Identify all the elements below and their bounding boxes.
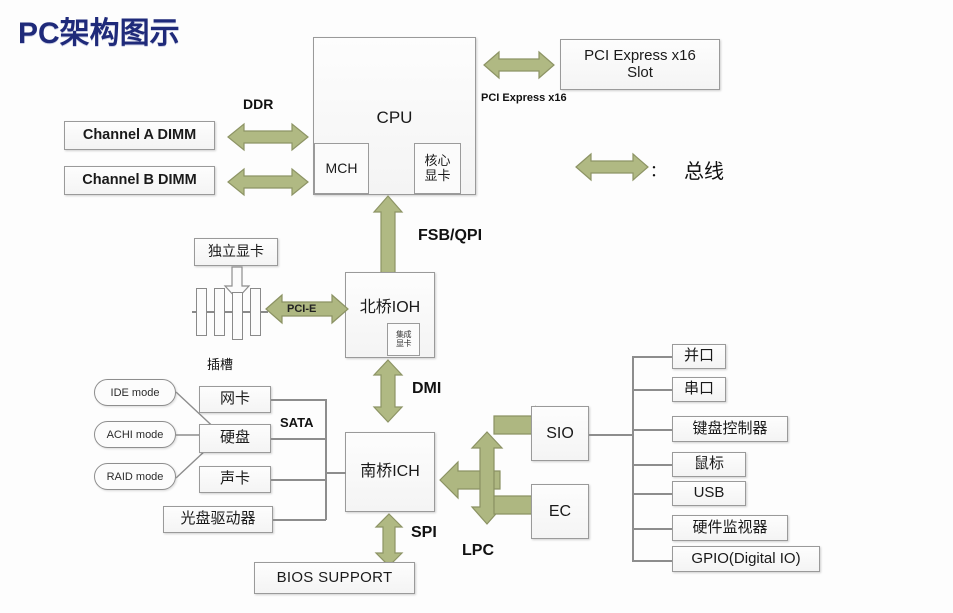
slot-comb-bar: [232, 292, 243, 340]
channel-a-dimm-label: Channel A DIMM: [82, 127, 197, 144]
lpc-bus-label: LPC: [462, 542, 494, 559]
ec-label: EC: [548, 502, 572, 520]
pcie-x16-bus-label: PCI Express x16: [481, 92, 567, 104]
sio-to-peripheral-trunk-line: [589, 434, 633, 436]
spi-bus-label: SPI: [411, 524, 437, 541]
hardware-monitor-block: 硬件监视器: [672, 515, 788, 541]
keyboard-controller-label: 键盘控制器: [692, 419, 768, 437]
spi-bus-arrow: [374, 513, 404, 567]
pcie-bus-arrow-northbridge: [265, 293, 349, 325]
northbridge-igpu-line2: 显卡: [396, 338, 412, 348]
discrete-graphics-card-block: 独立显卡: [194, 238, 278, 266]
southbridge-ich-block: 南桥ICH: [345, 432, 435, 512]
legend-label: 总线: [684, 161, 724, 183]
optical-drive-block: 光盘驱动器: [163, 506, 273, 533]
harddisk-label: 硬盘: [219, 429, 250, 447]
ddr-bus-arrow-channel-a: [227, 122, 309, 152]
slot-comb-bar: [214, 288, 225, 336]
peripheral-branch-hwmonitor: [632, 528, 672, 530]
legend-bus-arrow: [575, 152, 649, 182]
sata-bus-label: SATA: [280, 415, 314, 430]
northbridge-integrated-gpu-block: 集成 显卡: [387, 323, 420, 356]
cpu-igpu-label-line1: 核心: [424, 153, 451, 169]
sata-line-soundcard: [271, 479, 326, 481]
legend-separator: ：: [650, 163, 667, 180]
northbridge-ioh-label: 北桥IOH: [359, 299, 421, 316]
ddr-bus-arrow-channel-b: [227, 167, 309, 197]
pcie-x16-bus-arrow: [483, 50, 555, 80]
usb-label: USB: [693, 484, 725, 502]
nic-label: 网卡: [219, 390, 250, 408]
ddr-bus-label: DDR: [243, 96, 274, 112]
sata-trunk-line: [325, 399, 327, 520]
sata-line-harddisk: [271, 438, 326, 440]
pcie-slot-label-line2: Slot: [627, 63, 653, 81]
bios-support-label: BIOS SUPPORT: [276, 568, 393, 586]
achi-mode-pill: ACHI mode: [94, 421, 176, 448]
northbridge-igpu-line1: 集成: [396, 330, 412, 340]
peripheral-branch-usb: [632, 493, 672, 495]
discrete-card-insert-arrow: [223, 266, 251, 300]
usb-block: USB: [672, 481, 746, 506]
expansion-slot-comb: [192, 288, 268, 340]
peripheral-branch-serial: [632, 389, 672, 391]
dmi-bus-arrow: [372, 359, 404, 423]
page-title: PC架构图示: [18, 17, 180, 50]
expansion-slot-label: 插槽: [207, 357, 234, 372]
harddisk-block: 硬盘: [199, 424, 271, 453]
cpu-integrated-gpu-block: 核心 显卡: [414, 143, 461, 194]
cpu-label: CPU: [376, 108, 413, 127]
parallel-port-block: 并口: [672, 344, 726, 369]
serial-port-label: 串口: [683, 380, 714, 398]
mouse-label: 鼠标: [693, 455, 724, 473]
peripheral-branch-gpio: [632, 560, 672, 562]
nic-block: 网卡: [199, 386, 271, 413]
discrete-graphics-card-label: 独立显卡: [208, 243, 264, 260]
sio-block: SIO: [531, 406, 589, 461]
raid-mode-pill: RAID mode: [94, 463, 176, 490]
southbridge-ich-label: 南桥ICH: [360, 463, 420, 481]
channel-b-dimm-label: Channel B DIMM: [82, 172, 197, 189]
dmi-bus-label: DMI: [412, 380, 442, 397]
sata-line-nic: [271, 399, 326, 401]
peripheral-branch-parallel: [632, 356, 672, 358]
pcie-slot-label-line1: PCI Express x16: [584, 46, 696, 64]
slot-comb-baseline: [192, 311, 268, 313]
peripheral-trunk-line: [632, 356, 634, 560]
pcie-bus-label-northbridge: PCI-E: [287, 303, 317, 315]
mouse-block: 鼠标: [672, 452, 746, 477]
slot-comb-bar: [250, 288, 261, 336]
fsb-qpi-label: FSB/QPI: [418, 227, 483, 244]
raid-mode-label: RAID mode: [106, 470, 164, 483]
achi-mode-label: ACHI mode: [106, 428, 164, 441]
peripheral-branch-mouse: [632, 464, 672, 466]
hardware-monitor-label: 硬件监视器: [692, 518, 768, 536]
cpu-mch-block: MCH: [314, 143, 369, 194]
pcie-x16-slot-block: PCI Express x16 Slot: [560, 39, 720, 90]
peripheral-branch-keyboard: [632, 429, 672, 431]
gpio-block: GPIO(Digital IO): [672, 546, 820, 572]
soundcard-block: 声卡: [199, 466, 271, 493]
ide-mode-label: IDE mode: [110, 386, 160, 399]
parallel-port-label: 并口: [683, 347, 714, 365]
serial-port-block: 串口: [672, 377, 726, 402]
channel-b-dimm-block: Channel B DIMM: [64, 166, 215, 195]
keyboard-controller-block: 键盘控制器: [672, 416, 788, 442]
sio-label: SIO: [546, 424, 574, 442]
bios-support-block: BIOS SUPPORT: [254, 562, 415, 594]
fsb-qpi-bus-arrow: [372, 195, 404, 275]
cpu-mch-label: MCH: [325, 159, 358, 176]
ide-mode-pill: IDE mode: [94, 379, 176, 406]
ec-block: EC: [531, 484, 589, 539]
soundcard-label: 声卡: [219, 470, 250, 488]
sata-line-optical: [273, 519, 326, 521]
cpu-igpu-label-line2: 显卡: [424, 167, 451, 183]
sata-to-southbridge-line: [325, 472, 346, 474]
optical-drive-label: 光盘驱动器: [180, 510, 256, 528]
slot-comb-bar: [196, 288, 207, 336]
gpio-label: GPIO(Digital IO): [691, 549, 801, 567]
channel-a-dimm-block: Channel A DIMM: [64, 121, 215, 150]
